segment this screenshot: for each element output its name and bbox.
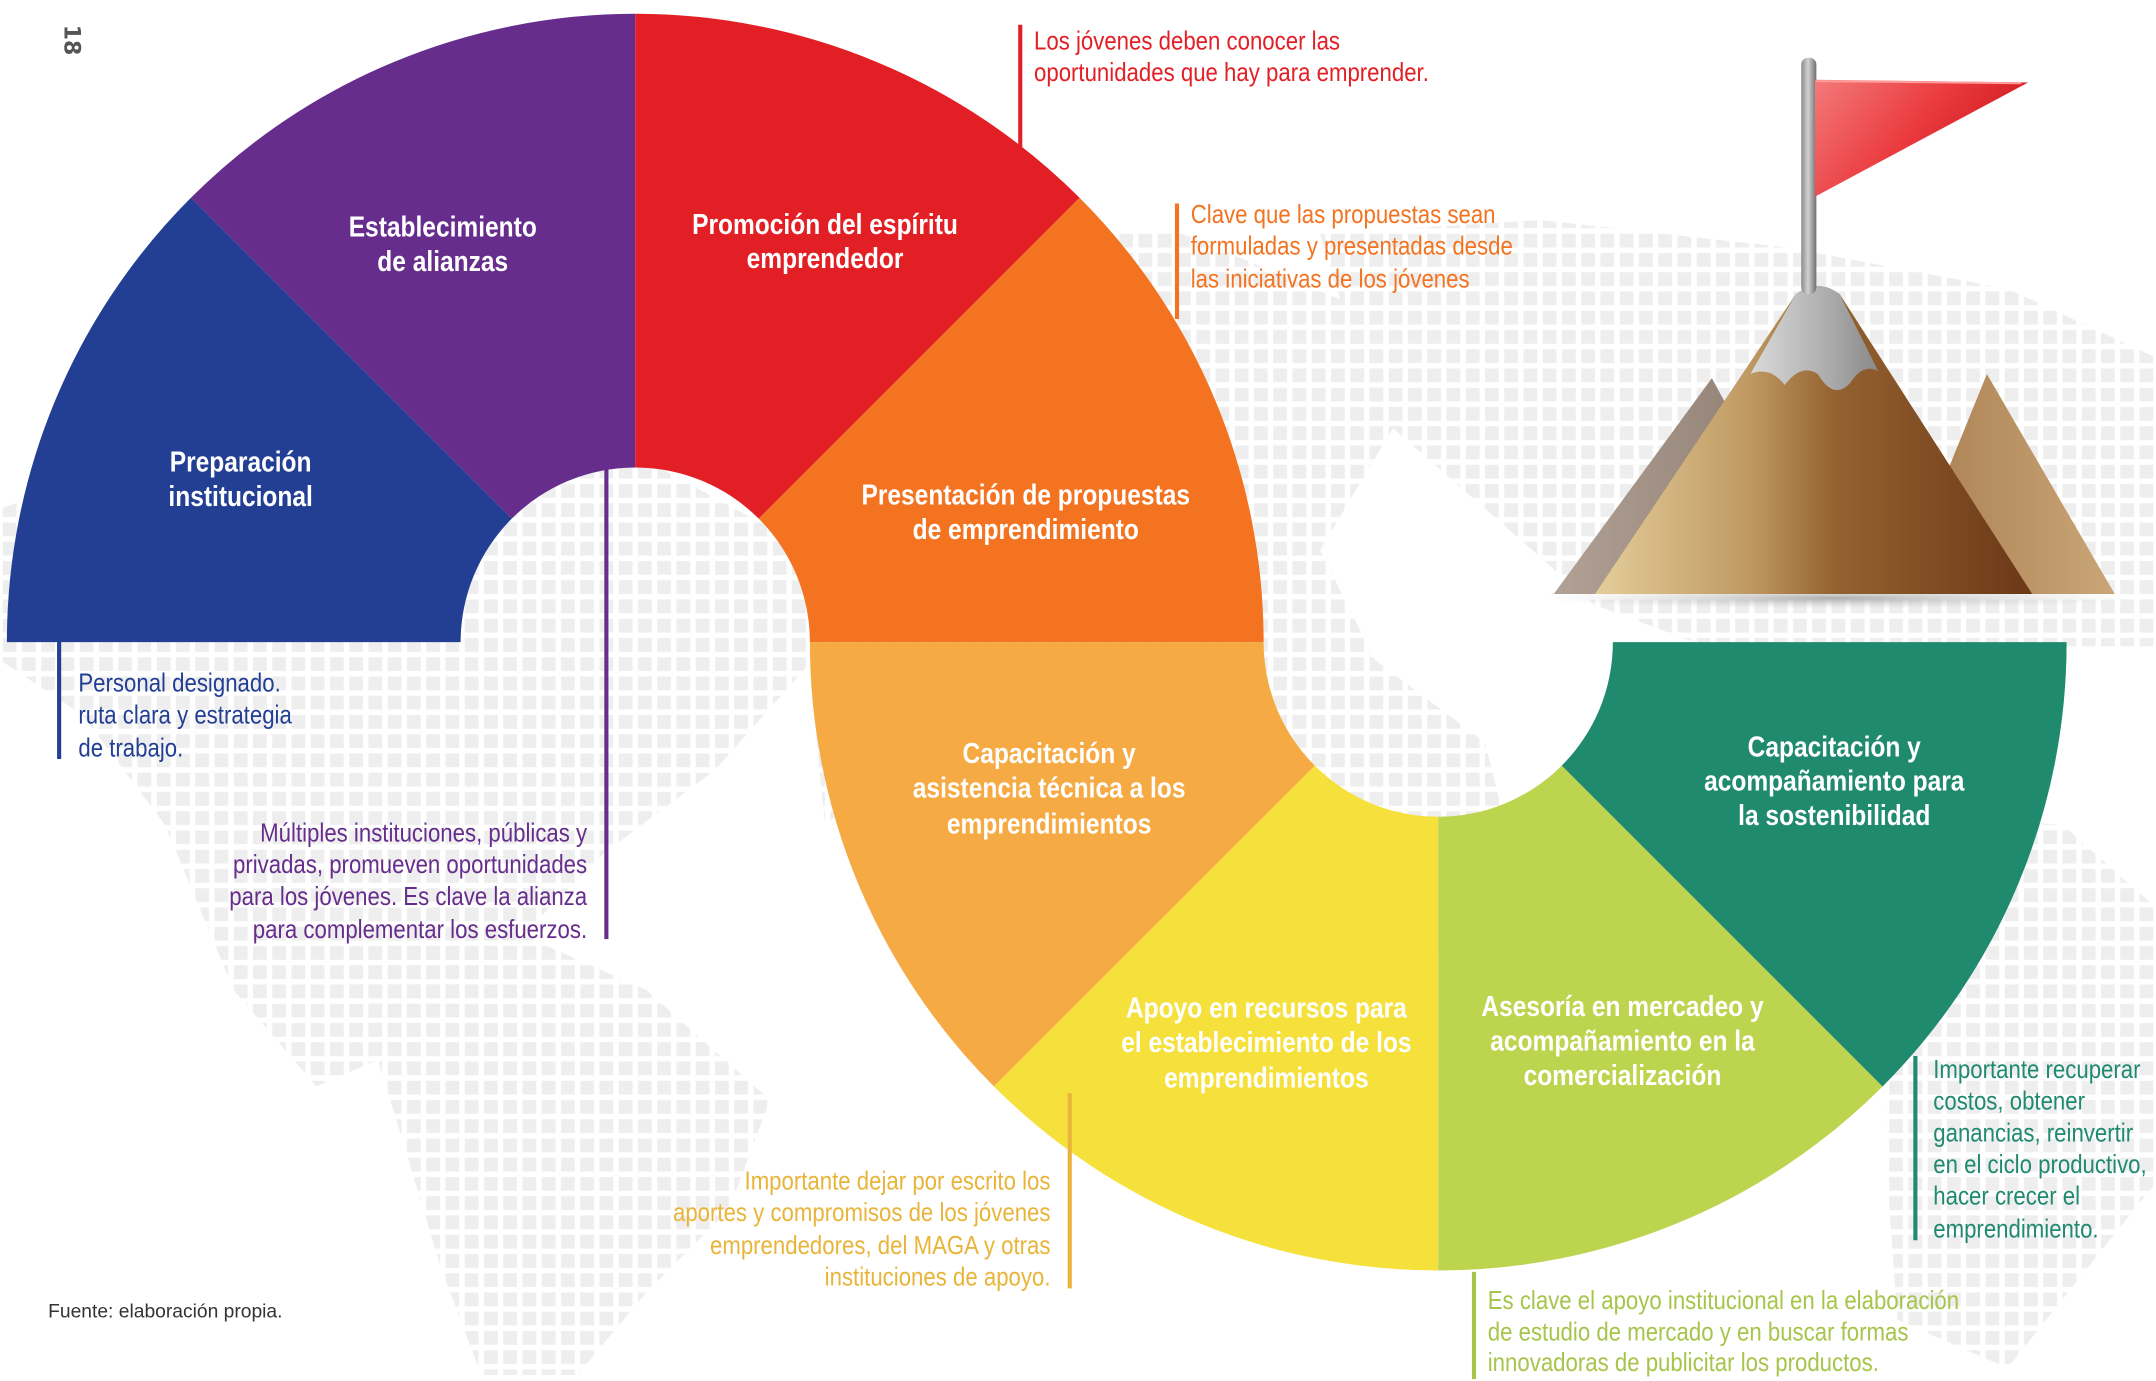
stage-label-apoyo-recursos-line-2: el establecimiento de los: [1121, 1026, 1411, 1058]
stage-label-presentacion-line-1: Presentación de propuestas: [861, 479, 1190, 511]
note-text-preparacion-line-3: de trabajo.: [78, 734, 183, 763]
note-text-presentacion-line-3: las iniciativas de los jóvenes: [1191, 265, 1470, 294]
snow-cap-icon: [1750, 286, 1879, 391]
stage-label-promocion-line-2: emprendedor: [747, 242, 904, 274]
stage-label-sostenibilidad-line-1: Capacitación y: [1748, 730, 1921, 762]
note-text-sostenibilidad-line-4: en el ciclo productivo,: [1933, 1150, 2146, 1179]
page-number: 18: [59, 25, 84, 56]
note-text-apoyo-recursos-line-4: instituciones de apoyo.: [825, 1263, 1051, 1292]
stage-label-presentacion-line-2: de emprendimiento: [913, 513, 1139, 545]
note-text-presentacion-line-1: Clave que las propuestas sean: [1191, 200, 1496, 229]
note-connectors: [57, 24, 1918, 1380]
flagpole-icon: [1801, 57, 1817, 295]
stage-segment-asesoria-mercadeo: [1438, 765, 1883, 1271]
note-text-sostenibilidad-line-6: emprendimiento.: [1933, 1215, 2098, 1244]
note-text-promocion-line-1: Los jóvenes deben conocer las: [1034, 27, 1340, 56]
note-text-alianzas-line-3: para los jóvenes. Es clave la alianza: [229, 882, 587, 911]
note-text-promocion-line-2: oportunidades que hay para emprender.: [1034, 58, 1429, 87]
note-text-asesoria-mercadeo-line-2: de estudio de mercado y en buscar formas: [1488, 1318, 1909, 1347]
stage-segment-alianzas: [190, 13, 636, 519]
flag-highlight: [1816, 80, 2022, 85]
stage-label-asesoria-mercadeo-line-1: Asesoría en mercadeo y: [1481, 990, 1763, 1022]
stage-path: [6, 13, 2067, 1271]
stage-label-preparacion-line-1: Preparación: [170, 446, 312, 478]
note-text-apoyo-recursos-line-2: aportes y compromisos de los jóvenes: [673, 1198, 1051, 1227]
stage-label-capacitacion-asistencia-line-1: Capacitación y: [963, 737, 1136, 769]
note-text-preparacion-line-2: ruta clara y estrategia: [78, 701, 292, 730]
note-text-apoyo-recursos-line-3: emprendedores, del MAGA y otras: [710, 1231, 1051, 1260]
stage-segment-sostenibilidad: [1561, 642, 2067, 1087]
stage-label-capacitacion-asistencia-line-3: emprendimientos: [947, 807, 1151, 839]
map-region-americas-south: [343, 935, 770, 1376]
stage-label-alianzas-line-1: Establecimiento: [349, 211, 537, 243]
note-text-alianzas-line-2: privadas, promueven oportunidades: [233, 850, 587, 879]
stage-label-asesoria-mercadeo-line-2: acompañamiento en la: [1490, 1025, 1755, 1057]
stage-label-sostenibilidad-line-3: la sostenibilidad: [1738, 799, 1930, 831]
note-text-preparacion-line-1: Personal designado.: [78, 669, 280, 698]
mountain-main-icon: [1595, 286, 2033, 595]
stage-label-apoyo-recursos-line-3: emprendimientos: [1164, 1062, 1368, 1094]
stage-labels: Preparación institucional Establecimient…: [168, 208, 1965, 1094]
stage-segment-presentacion: [758, 197, 1264, 643]
stage-label-alianzas-line-2: de alianzas: [377, 245, 508, 277]
note-text-sostenibilidad-line-2: costos, obtener: [1933, 1087, 2085, 1116]
mountain-flag-icon: [1540, 57, 2132, 610]
stage-segment-apoyo-recursos: [993, 765, 1439, 1271]
stage-label-sostenibilidad-line-2: acompañamiento para: [1704, 765, 1965, 797]
note-text-presentacion-line-2: formuladas y presentadas desde: [1191, 232, 1513, 261]
note-text-sostenibilidad-line-3: ganancias, reinvertir: [1933, 1119, 2133, 1148]
flag-icon: [1815, 79, 2029, 197]
note-text-sostenibilidad-line-5: hacer crecer el: [1933, 1182, 2080, 1211]
notes: Personal designado. ruta clara y estrate…: [78, 27, 2146, 1377]
stage-label-preparacion-line-2: institucional: [168, 480, 312, 512]
stage-label-capacitacion-asistencia-line-2: asistencia técnica a los: [913, 772, 1186, 804]
note-text-asesoria-mercadeo-line-3: innovadoras de publicitar los productos.: [1488, 1348, 1879, 1377]
stage-segment-promocion: [635, 13, 1080, 519]
stage-label-asesoria-mercadeo-line-3: comercialización: [1524, 1059, 1722, 1091]
stage-label-apoyo-recursos-line-1: Apoyo en recursos para: [1126, 992, 1408, 1024]
note-text-alianzas-line-4: para complementar los esfuerzos.: [253, 915, 587, 944]
stage-segment-preparacion: [6, 197, 512, 643]
note-text-apoyo-recursos-line-1: Importante dejar por escrito los: [745, 1167, 1051, 1196]
source-note: Fuente: elaboración propia.: [48, 1301, 282, 1322]
stage-label-promocion-line-1: Promoción del espíritu: [692, 208, 958, 240]
stage-segment-capacitacion-asistencia: [809, 642, 1315, 1087]
note-text-alianzas-line-1: Múltiples instituciones, públicas y: [260, 819, 588, 848]
note-text-asesoria-mercadeo-line-1: Es clave el apoyo institucional en la el…: [1488, 1286, 1959, 1315]
note-text-sostenibilidad-line-1: Importante recuperar: [1933, 1055, 2140, 1084]
